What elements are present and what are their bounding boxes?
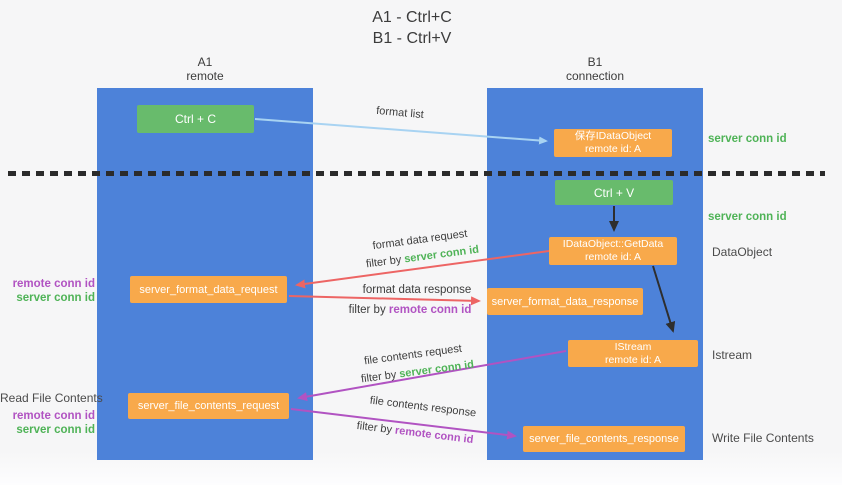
read-file-contents-label: Read File Contents — [0, 391, 103, 405]
format-data-response-label: format data response — [362, 284, 472, 296]
format-response-label: server_format_data_response — [491, 295, 639, 308]
server-conn-id-format-label: server conn id — [16, 292, 95, 304]
ctrl-c-node: Ctrl + C — [137, 105, 254, 133]
ctrl-v-node: Ctrl + V — [555, 180, 673, 205]
save-idataobject-line2: remote id: A — [584, 143, 642, 155]
column-b1-subtitle: connection — [565, 69, 625, 83]
machine-boundary-dashed-line — [8, 171, 825, 176]
filter-by-text: filter by — [360, 368, 398, 386]
server-file-contents-request-node: server_file_contents_request — [128, 393, 289, 419]
column-header-b1: B1 connection — [487, 55, 703, 83]
diagram-title: A1 - Ctrl+C B1 - Ctrl+V — [292, 7, 532, 49]
write-file-contents-label: Write File Contents — [712, 431, 814, 445]
istream-node: IStream remote id: A — [568, 340, 698, 367]
save-idataobject-line1: 保存IDataObject — [574, 130, 652, 142]
dataobject-label: DataObject — [712, 245, 773, 259]
server-conn-id-top-label: server conn id — [708, 133, 787, 145]
ctrl-c-label: Ctrl + C — [174, 112, 216, 126]
save-idataobject-node: 保存IDataObject remote id: A — [554, 129, 672, 157]
istream-line1: IStream — [614, 340, 652, 353]
server-conn-id-file-label: server conn id — [16, 424, 95, 436]
server-conn-id-mid-label: server conn id — [708, 211, 787, 223]
format-list-label: format list — [375, 104, 425, 122]
column-b1-name: B1 — [587, 55, 603, 69]
idataobject-getdata-node: IDataObject::GetData remote id: A — [549, 237, 677, 265]
file-response-label: server_file_contents_response — [529, 433, 679, 445]
column-header-a1: A1 remote — [97, 55, 313, 83]
ctrl-v-label: Ctrl + V — [593, 185, 635, 200]
file-contents-response-label: file contents response — [369, 394, 477, 420]
server-conn-id-text: server conn id — [403, 243, 480, 266]
getdata-line1: IDataObject::GetData — [562, 238, 664, 250]
file-request-label: server_file_contents_request — [137, 400, 280, 412]
filter-by-text: filter by — [365, 253, 403, 271]
server-format-data-response-node: server_format_data_response — [487, 288, 643, 315]
remote-conn-id-file-label: remote conn id — [12, 410, 95, 422]
column-a1-subtitle: remote — [186, 69, 224, 83]
format-request-label: server_format_data_request — [139, 283, 278, 296]
istream-side-label: Istream — [712, 348, 753, 362]
title-line-2: B1 - Ctrl+V — [372, 30, 452, 47]
getdata-line2: remote id: A — [584, 251, 642, 263]
format-data-response-arrow — [288, 295, 481, 306]
server-format-data-request-node: server_format_data_request — [130, 276, 287, 303]
file-response-filter-label: filter by remote conn id — [345, 419, 485, 448]
istream-line2: remote id: A — [604, 353, 662, 366]
format-response-filter-label: filter by remote conn id — [340, 304, 480, 316]
filter-by-text: filter by — [356, 419, 393, 437]
remote-conn-id-format-label: remote conn id — [12, 278, 95, 290]
filter-by-text: filter by — [348, 304, 386, 316]
remote-conn-id-text: remote conn id — [388, 304, 472, 316]
remote-conn-id-text: remote conn id — [394, 424, 474, 447]
column-a1-name: A1 — [197, 55, 213, 69]
title-line-1: A1 - Ctrl+C — [372, 9, 452, 26]
server-file-contents-response-node: server_file_contents_response — [523, 426, 685, 452]
server-conn-id-text: server conn id — [398, 358, 475, 381]
